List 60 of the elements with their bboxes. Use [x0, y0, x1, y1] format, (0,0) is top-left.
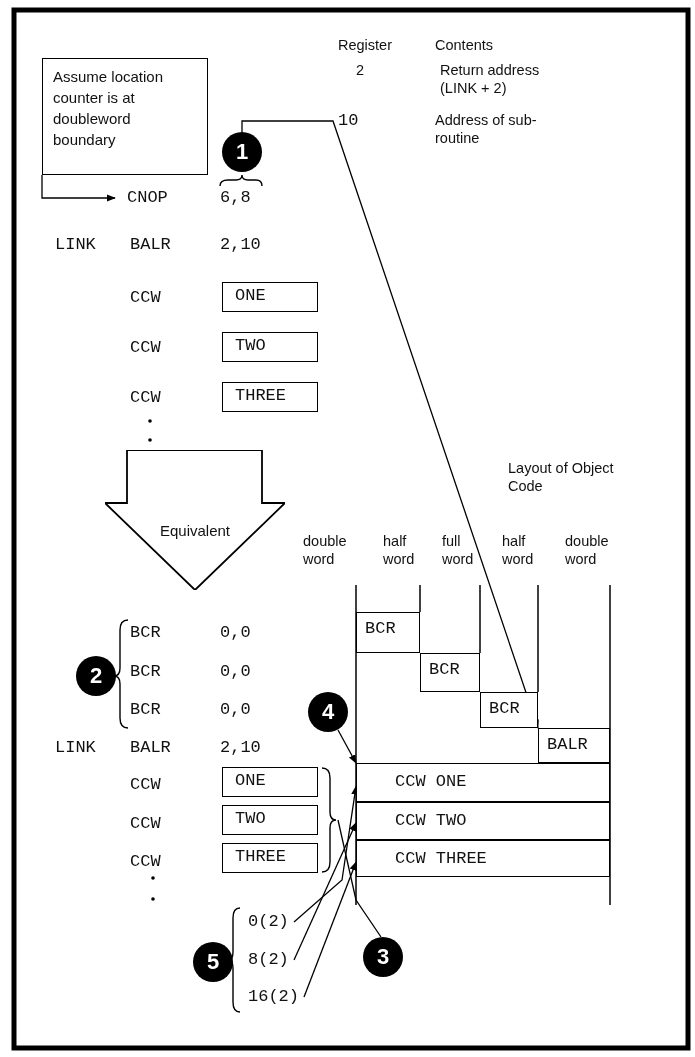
register-number: 2	[356, 61, 365, 79]
code-text: 0(2)	[248, 912, 296, 932]
operand-text: 2,10	[220, 738, 261, 758]
object-code-cell: BCR	[356, 612, 420, 653]
object-code-cell: BCR	[480, 692, 538, 728]
code-text: 16(2)	[248, 987, 306, 1007]
opcode-text: CCW	[130, 852, 161, 872]
arrow	[293, 822, 357, 961]
object-code-row: CCW TWO	[356, 802, 610, 840]
callout-number: 4	[308, 692, 348, 732]
register-description: Return address (LINK + 2)	[440, 61, 541, 97]
operand-box: THREE	[222, 843, 318, 873]
operand-box: TWO	[222, 805, 318, 835]
object-code-row: CCW ONE	[356, 763, 610, 802]
callout-number: 2	[76, 656, 116, 696]
opcode-text: BALR	[130, 235, 171, 255]
column-heading: double word	[565, 532, 610, 568]
object-code-cell: BALR	[538, 728, 610, 763]
object-code-cell: BCR	[420, 653, 480, 692]
equivalent-arrow: Equivalent	[105, 450, 285, 590]
object-code-row: CCW THREE	[356, 840, 610, 877]
opcode-text: BCR	[130, 623, 161, 643]
operand-text: 0,0	[220, 623, 251, 643]
callout-number: 1	[222, 132, 262, 172]
operand-text: 6,8	[220, 188, 251, 208]
opcode-text: CCW	[130, 814, 161, 834]
code-text: CNOP	[127, 188, 173, 208]
bracket	[321, 767, 338, 873]
column-heading: half word	[383, 532, 416, 568]
note-box: Assume location counter is at doubleword boundary	[42, 58, 208, 175]
column-heading: full word	[442, 532, 475, 568]
opcode-text: BALR	[130, 738, 171, 758]
opcode-text: BCR	[130, 662, 161, 682]
opcode-text: BCR	[130, 700, 161, 720]
arrow	[303, 861, 357, 998]
arrow	[41, 174, 116, 202]
column-heading: Contents	[435, 36, 494, 54]
label-text: LINK	[55, 235, 96, 255]
operand-box: TWO	[222, 332, 318, 362]
section-heading: Layout of Object Code	[508, 459, 615, 495]
operand-box: THREE	[222, 382, 318, 412]
code-text: 8(2)	[248, 950, 296, 970]
arrow	[337, 729, 357, 764]
column-heading: half word	[502, 532, 535, 568]
operand-box: ONE	[222, 282, 318, 312]
register-description: Address of sub- routine	[435, 111, 538, 147]
label-text: LINK	[55, 738, 96, 758]
callout-number: 3	[363, 937, 403, 977]
opcode-text: CCW	[130, 338, 161, 358]
column-heading: Register	[338, 36, 392, 54]
leader-line	[337, 819, 382, 938]
operand-text: 0,0	[220, 700, 251, 720]
opcode-text: CCW	[130, 775, 161, 795]
operand-text: 2,10	[220, 235, 261, 255]
operand-text: 0,0	[220, 662, 251, 682]
opcode-text: CCW	[130, 288, 161, 308]
opcode-text: CCW	[130, 388, 161, 408]
column-heading: double word	[303, 532, 348, 568]
operand-box: ONE	[222, 767, 318, 797]
callout-number: 5	[193, 942, 233, 982]
